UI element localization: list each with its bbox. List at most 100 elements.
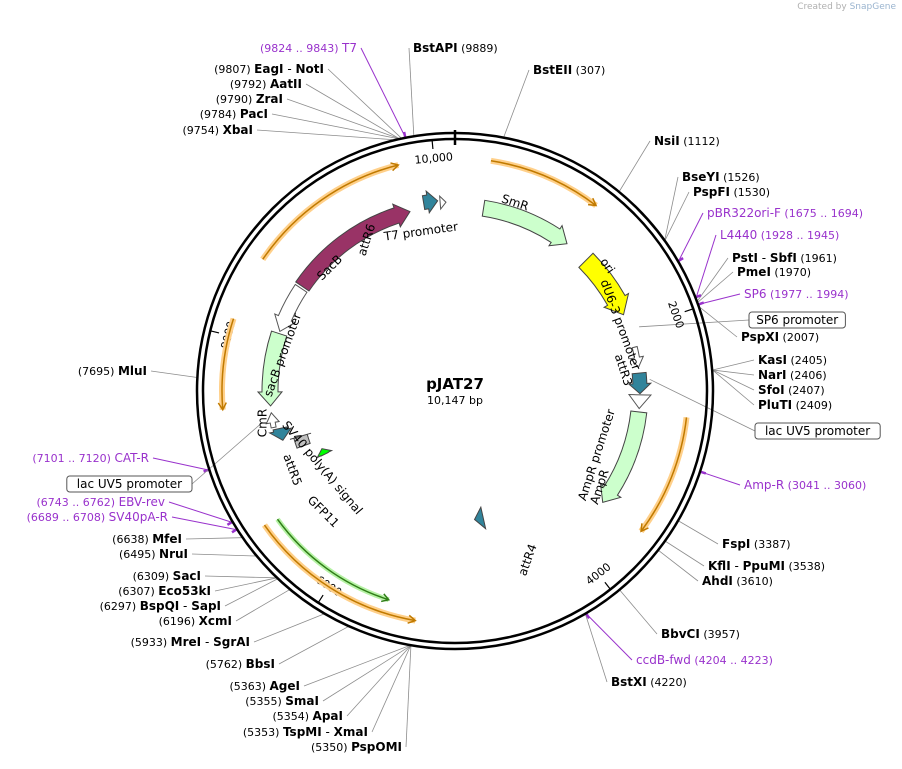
primer-position: (1977 .. 1994) — [767, 288, 849, 301]
restriction-site-zrai: (9790) ZraI — [216, 92, 283, 106]
feature-attr6 — [421, 189, 439, 215]
feature-annotation-arrowhead — [217, 402, 227, 412]
feature-annotation-arrowhead — [390, 162, 400, 172]
site-leader-line — [712, 369, 755, 391]
site-position: (2406) — [787, 369, 827, 382]
primer-name: CAT-R — [114, 451, 149, 465]
restriction-site-smai: (5355) SmaI — [245, 694, 319, 708]
site-position: (5353) — [243, 726, 283, 739]
site-position: (1530) — [730, 186, 770, 199]
feature-sacb — [295, 203, 411, 292]
feature-annotation-arc-line — [262, 164, 399, 260]
tick-mark — [684, 308, 694, 313]
feature-ampr — [599, 410, 648, 504]
site-position: (3610) — [733, 575, 773, 588]
site-labels: BstAPI (9889)BstEII (307)NsiI (1112)BseY… — [27, 41, 881, 754]
feature-annotation-arrowhead — [407, 614, 417, 624]
restriction-site-kfli: KflI - PpuMI (3538) — [708, 559, 825, 573]
site-position: (6297) — [100, 600, 140, 613]
site-position: (307) — [572, 64, 605, 77]
site-name: PmeI — [737, 265, 771, 279]
primer-leader-line — [171, 516, 237, 531]
site-name: Eco53kI — [158, 584, 211, 598]
label-leader-lines — [150, 47, 756, 748]
primer-name: EBV-rev — [119, 495, 165, 509]
site-name: NsiI — [654, 134, 680, 148]
feature-cmr — [256, 330, 288, 407]
site-leader-line — [697, 257, 729, 301]
restriction-site-mfei: (6638) MfeI — [112, 532, 182, 546]
site-separator: - — [758, 251, 770, 265]
primer-t7: (9824 .. 9843) T7 — [260, 41, 357, 55]
site-position: (4220) — [647, 676, 687, 689]
site-leader-line — [305, 83, 399, 139]
plasmid-length: 10,147 bp — [427, 394, 483, 407]
primer-name: ccdB-fwd — [636, 653, 691, 667]
restriction-site-pspxi: PspXI (2007) — [741, 330, 819, 344]
primer-leader-line — [678, 212, 704, 261]
primer-position: (6689 .. 6708) — [27, 511, 109, 524]
restriction-site-xbai: (9754) XbaI — [183, 123, 253, 137]
site-name: PspFI — [693, 185, 730, 199]
feature-t7-promoter — [439, 194, 447, 211]
site-position: (5762) — [206, 658, 246, 671]
primer-position: (7101 .. 7120) — [32, 452, 114, 465]
feature-annotation-arrowhead — [588, 197, 598, 207]
plasmid-name: pJAT27 — [426, 375, 484, 393]
feature-label-attr5: attR5 — [280, 452, 304, 488]
site-name: MreI — [171, 635, 201, 649]
primer-leader-line — [695, 234, 717, 298]
restriction-site-mlui: (7695) MluI — [78, 364, 147, 378]
site-leader-line — [664, 191, 690, 240]
site-name: KflI — [708, 559, 731, 573]
site-position: (9792) — [230, 78, 270, 91]
feature-lacuv5-small — [265, 411, 281, 429]
site-leader-line — [303, 645, 409, 687]
site-position: (2407) — [785, 384, 825, 397]
site-position: (5350) — [311, 741, 351, 754]
site-leader-line — [503, 69, 530, 137]
restriction-site-tspmi: (5353) TspMI - XmaI — [243, 725, 368, 739]
site-name: ZraI — [256, 92, 283, 106]
boxed-label-leader — [649, 378, 756, 432]
tick-label: 2000 — [665, 299, 686, 330]
site-position: (6307) — [118, 585, 158, 598]
restriction-site-psti: PstI - SbfI (1961) — [732, 251, 837, 265]
site-name: AhdI — [702, 574, 733, 588]
boxed-label-lacuv5r: lac UV5 promoter — [765, 424, 870, 438]
site-name: KasI — [758, 353, 787, 367]
restriction-site-bspqi: (6297) BspQI - SapI — [100, 599, 221, 613]
site-leader-line — [278, 626, 349, 665]
feature-smr — [481, 199, 568, 247]
site-position: (2409) — [792, 399, 832, 412]
feature-label-attr4: attR4 — [515, 542, 539, 578]
feature-annotation-arc — [261, 523, 416, 624]
site-name: XcmI — [199, 614, 232, 628]
restriction-site-bseyi: BseYI (1526) — [682, 170, 760, 184]
restriction-site-eagi: (9807) EagI - NotI — [214, 62, 324, 76]
site-name: EagI — [254, 62, 283, 76]
site-position: (5933) — [131, 636, 171, 649]
restriction-site-sfoi: SfoI (2407) — [758, 383, 825, 397]
site-leader-line — [405, 646, 412, 748]
site-position: (1112) — [680, 135, 720, 148]
tick-mark — [604, 581, 611, 590]
primer-leader-line — [586, 613, 633, 661]
boxed-label-sp6prom: SP6 promoter — [756, 313, 838, 327]
site-name: PstI — [732, 251, 758, 265]
restriction-site-xcmi: (6196) XcmI — [159, 614, 232, 628]
site-position: (5355) — [245, 695, 285, 708]
tick-mark — [210, 330, 220, 334]
site-leader-line — [713, 369, 755, 376]
plasmid-backbone — [195, 130, 715, 651]
site-position: (6638) — [112, 533, 152, 546]
boxed-label-leader — [639, 319, 750, 328]
site-position: (1526) — [720, 171, 760, 184]
restriction-site-paci: (9784) PacI — [200, 107, 268, 121]
feature-arrows — [256, 189, 653, 530]
feature-ampr-promoter — [627, 394, 653, 410]
site-leader-line — [678, 520, 719, 545]
primer-position: (1928 .. 1945) — [757, 229, 839, 242]
restriction-site-fspi: FspI (3387) — [722, 537, 790, 551]
